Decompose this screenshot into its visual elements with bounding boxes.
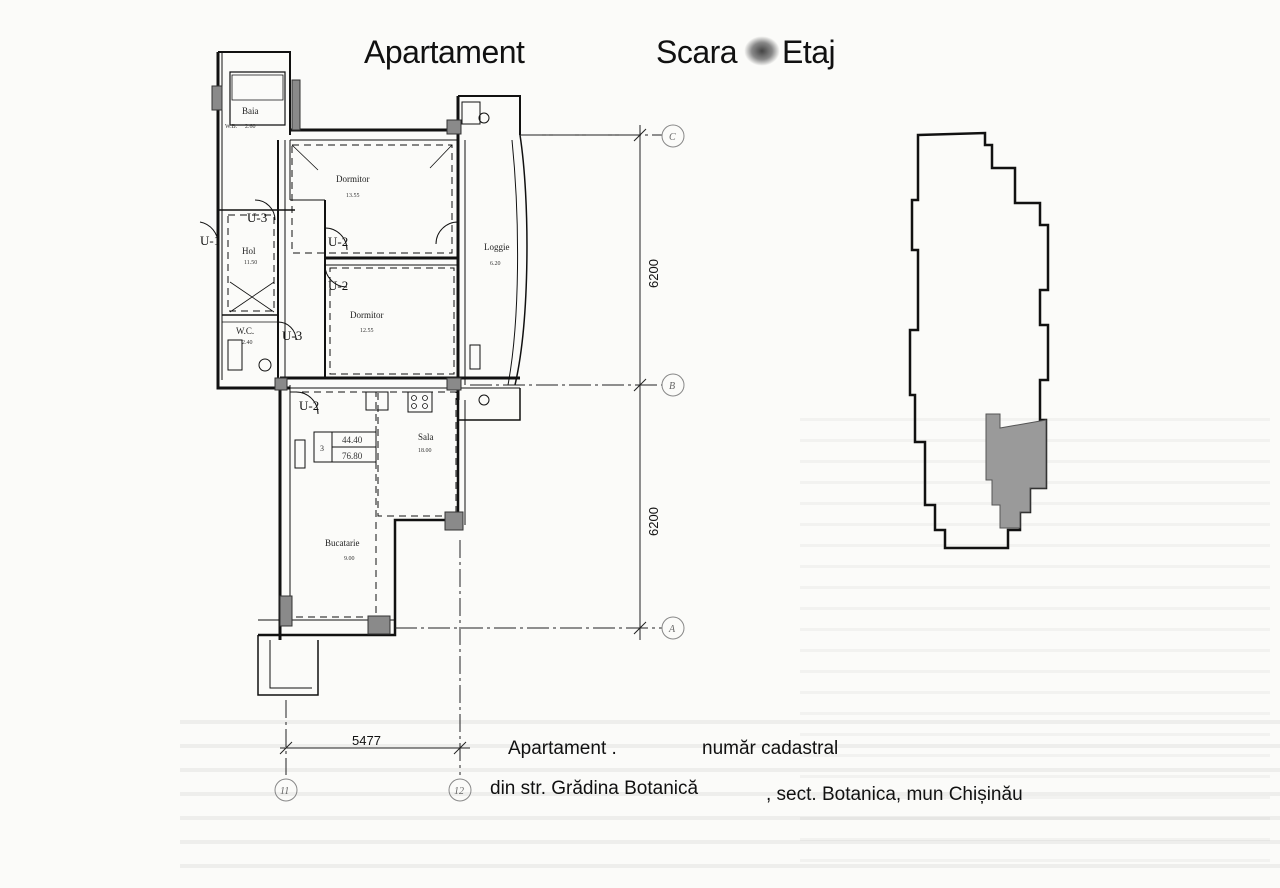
door-label-u2-c: U-2: [299, 398, 319, 413]
dimension-6200-bottom: 6200: [646, 507, 661, 536]
room-sala-area: 18.00: [418, 448, 432, 454]
door-label-u2-b: U-2: [328, 278, 348, 293]
area-box-living: 44.40: [342, 435, 363, 445]
room-baia-area: 2.60: [245, 124, 256, 130]
axis-11: 11: [280, 786, 289, 797]
footer-numar-cadastral: număr cadastral: [702, 738, 839, 759]
room-dormitor-2-area: 12.55: [360, 328, 374, 334]
room-bucatarie-area: 9.00: [344, 556, 355, 562]
header-apartament: Apartament: [364, 34, 525, 70]
room-wc: W.C.: [236, 326, 254, 336]
room-dormitor-2: Dormitor: [350, 310, 384, 320]
room-dormitor-1: Dormitor: [336, 174, 370, 184]
wb-label: W.B.: [225, 124, 238, 130]
room-loggie: Loggie: [484, 242, 510, 252]
door-label-u1: U-1: [200, 233, 220, 248]
footer-sector-city: , sect. Botanica, mun Chișinău: [766, 784, 1023, 805]
room-loggie-area: 6.20: [490, 261, 501, 267]
header-etaj: Etaj: [782, 34, 836, 70]
footer-apartament: Apartament .: [508, 738, 617, 759]
room-sala: Sala: [418, 432, 434, 442]
room-dormitor-1-area: 13.55: [346, 193, 360, 199]
room-hol: Hol: [242, 246, 256, 256]
room-bucatarie: Bucatarie: [325, 538, 359, 548]
room-hol-area: 11.50: [244, 260, 257, 266]
apartment-location-hatch: [985, 413, 1047, 529]
door-label-u3-wc: U-3: [282, 328, 302, 343]
area-box-index: 3: [320, 444, 324, 453]
footer-street: din str. Grădina Botanică: [490, 778, 699, 799]
room-baia: Baia: [242, 106, 259, 116]
door-label-u3-top: U-3: [247, 210, 267, 225]
header-scara: Scara: [656, 34, 738, 70]
redaction-smudge: [744, 36, 780, 66]
faint-background-text-bottom: [180, 700, 1280, 888]
room-wc-area: 2.40: [242, 340, 253, 346]
axis-c: C: [669, 132, 676, 143]
dimension-5477: 5477: [352, 733, 381, 748]
door-label-u2-a: U-2: [328, 234, 348, 249]
dimension-6200-top: 6200: [646, 259, 661, 288]
axis-b: B: [669, 381, 675, 392]
axis-a: A: [668, 624, 676, 635]
axis-12: 12: [454, 786, 464, 797]
area-box-total: 76.80: [342, 451, 363, 461]
